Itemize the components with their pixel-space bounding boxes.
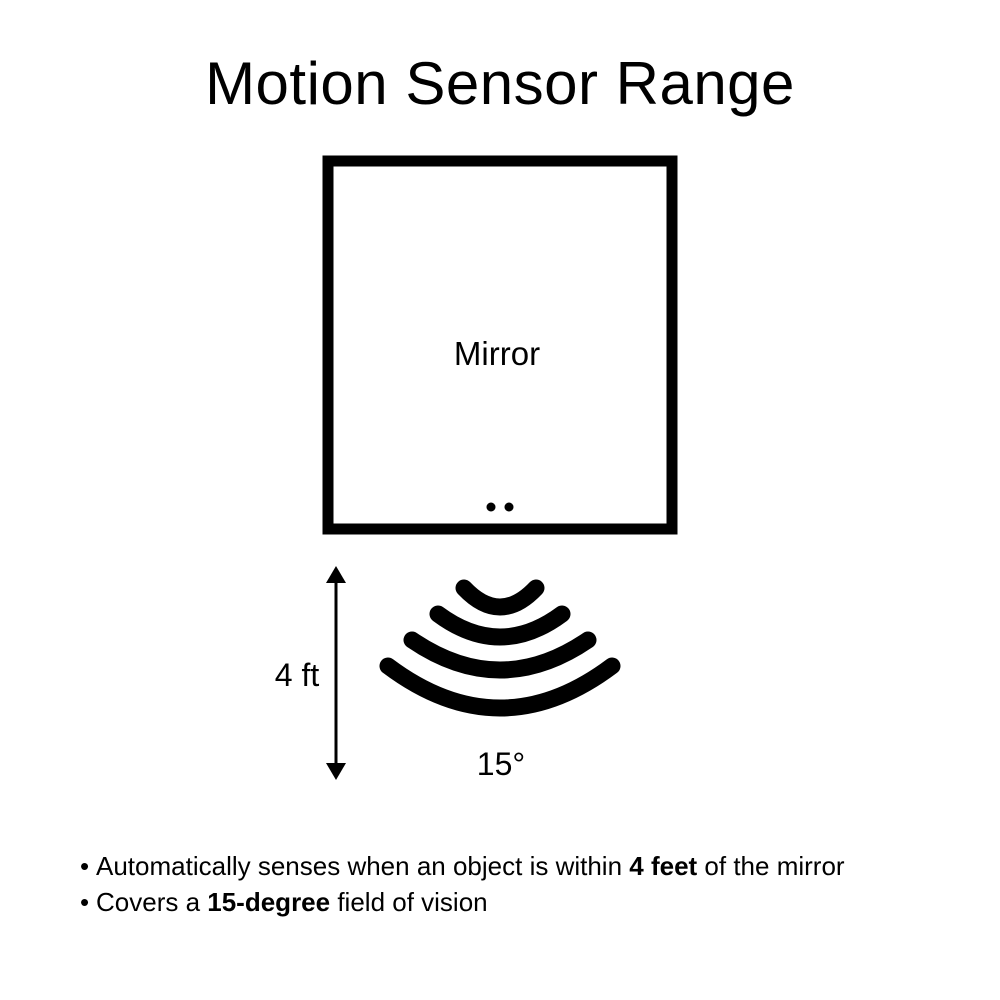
wave-arc-1: [455, 579, 545, 616]
feature-list: •Automatically senses when an object is …: [80, 848, 980, 920]
mirror-frame: [322, 155, 678, 535]
angle-label: 15°: [477, 746, 525, 782]
distance-label: 4 ft: [275, 657, 320, 693]
motion-waves-icon: [379, 579, 621, 717]
feature-item-angle: •Covers a 15-degree field of vision: [80, 884, 980, 920]
mirror-label: Mirror: [454, 335, 540, 372]
sensor-dots-icon: [486, 502, 514, 512]
feature-item-range: •Automatically senses when an object is …: [80, 848, 980, 884]
bullet-icon: •: [80, 851, 90, 881]
feature-highlight: 4 feet: [629, 851, 698, 881]
page-title: Motion Sensor Range: [205, 50, 795, 117]
wave-arc-4: [379, 657, 621, 717]
feature-text: Automatically senses when an object is w…: [96, 851, 630, 881]
bullet-icon: •: [80, 887, 90, 917]
feature-text: field of vision: [330, 887, 488, 917]
double-arrow-icon: [326, 566, 346, 780]
feature-highlight: 15-degree: [207, 887, 331, 917]
wave-arc-3: [403, 631, 597, 679]
feature-text: Covers a: [96, 887, 208, 917]
wave-arc-2: [429, 605, 571, 646]
feature-text: of the mirror: [697, 851, 845, 881]
